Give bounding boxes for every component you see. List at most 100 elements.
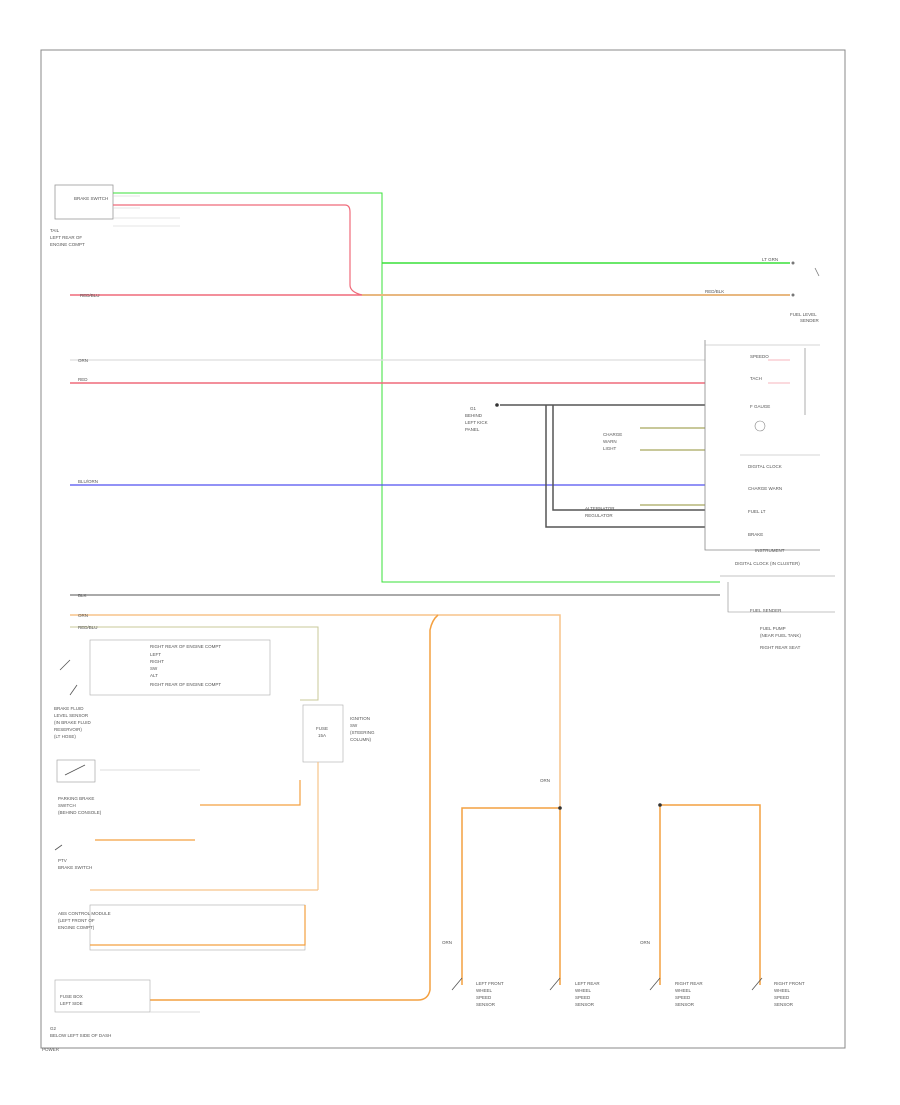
diagram-label: BELOW LEFT SIDE OF DASH [50,1033,111,1038]
diagram-label: G2 [50,1026,57,1031]
wheel-speed-sensor-lr: LEFT REAR WHEEL SPEED SENSOR [549,977,600,1007]
diagram-label: LEFT KICK [465,420,488,425]
diagram-label: DIGITAL CLOCK (IN CLUSTER) [735,561,800,566]
wire-label-blk: BLK [78,593,87,598]
wire-label-redblk: RED/BLK [705,289,724,294]
diagram-label: (LT HOSE) [54,734,76,739]
diagram-label: SPEED [675,995,691,1000]
diagram-label: PTV [58,858,67,863]
diagram-label: FUEL LEVEL [790,312,817,317]
diagram-label: (BEHIND CONSOLE) [58,810,102,815]
wire-label-blu: BLU/ORN [78,479,98,484]
diagram-label: DIGITAL CLOCK [748,464,782,469]
wire-green-top [113,192,720,583]
diagram-label: ENGINE COMPT [50,242,85,247]
diagram-label: LEFT [150,652,161,657]
wheel-speed-sensor-lf: LEFT FRONT WHEEL SPEED SENSOR [451,977,504,1007]
diagram-label: COLUMN) [350,737,372,742]
diagram-label: FUSE BOX [60,994,83,999]
diagram-label: SENSOR [675,1002,695,1007]
diagram-label: (STEERING [350,730,375,735]
diagram-label: FUSE [316,726,328,731]
wire-ws-right [659,804,761,985]
diagram-label: CHARGE [603,432,622,437]
diagram-label: INSTRUMENT [755,548,785,553]
diagram-label: LEFT SIDE [60,1001,83,1006]
diagram-label: (IN BRAKE FLUID [54,720,92,725]
diagram-label: 15A [318,733,326,738]
diagram-label: PANEL [465,427,480,432]
ptv-switch: PTV BRAKE SWITCH [54,844,92,870]
diagram-label: RIGHT REAR [675,981,703,986]
diagram-label: CHARGE WARN [748,486,782,491]
diagram-label: F GAUGE [750,404,770,409]
diagram-label: LEFT REAR [575,981,600,986]
wire-orange-down [150,614,439,1001]
diagram-label: SW [150,666,158,671]
diagram-label: WARN [603,439,617,444]
diagram-label: SENSOR [476,1002,496,1007]
diagram-label: ORN [442,940,452,945]
wire-label-orn: ORN [78,613,88,618]
diagram-label: RIGHT FRONT [774,981,805,986]
diagram-label: RIGHT REAR SEAT [760,645,801,650]
diagram-label: WHEEL [476,988,493,993]
diagram-label: G1 [470,406,477,411]
diagram-label: SPEED [774,995,790,1000]
diagram-label: RIGHT REAR OF ENGINE COMPT [150,682,221,687]
wire-orange-main [70,614,561,808]
diagram-label: SENSOR [774,1002,794,1007]
charge-warn-light: CHARGE WARN LIGHT [603,432,622,451]
wire-gray-ground [500,404,705,528]
diagram-label: LEVEL SENSOR [54,713,89,718]
diagram-label: FUEL LT [748,509,766,514]
diagram-label: ABS CONTROL MODULE [58,911,111,916]
wire-olive-left [70,626,319,701]
diagram-label: ALT [150,673,158,678]
instrument-cluster: SPEEDO TACH F GAUGE DIGITAL CLOCK CHARGE… [704,340,820,566]
diagram-label: (NEAR FUEL TANK) [760,633,801,638]
wire-label-ltgrn: LT GRN [762,257,778,262]
fuse-block: FUSE 15A IGNITION SW (STEERING COLUMN) [302,704,375,763]
wire-label-red: RED [78,377,88,382]
brake-switch-label: BRAKE SWITCH [74,196,108,201]
diagram-label: BRAKE FLUID [54,706,84,711]
diagram-label: WHEEL [675,988,692,993]
wheel-speed-sensor-rr: RIGHT REAR WHEEL SPEED SENSOR [649,977,703,1007]
diagram-label: BRAKE [748,532,763,537]
parking-brake-switch: PARKING BRAKE SWITCH (BEHIND CONSOLE) [56,759,200,815]
fuel-level-sender: FUEL LEVEL SENDER [790,261,820,323]
diagram-label: SPEED [575,995,591,1000]
diagram-label: RIGHT REAR OF ENGINE COMPT [150,644,221,649]
diagram-label: SENDER [800,318,820,323]
abs-control-module: ABS CONTROL MODULE (LEFT FRONT OF ENGINE… [58,904,306,951]
diagram-border [40,49,846,1049]
power-block: FUSE BOX LEFT SIDE [54,979,200,1013]
diagram-label: BEHIND [465,413,483,418]
diagram-label: ORN [640,940,650,945]
fuel-pump-unit: FUEL SENDER FUEL PUMP (NEAR FUEL TANK) R… [720,575,835,650]
diagram-label: LEFT FRONT [476,981,504,986]
diagram-label: TACH [750,376,762,381]
diagram-label: FUEL SENDER [750,608,782,613]
diagram-label: LIGHT [603,446,617,451]
wire-label-gray: ORN [78,358,88,363]
diagram-label: LEFT REAR OF [50,235,82,240]
diagram-label: ALTERNATOR [585,506,615,511]
diagram-label: BRAKE SWITCH [58,865,92,870]
wire-label-red-left: RED/BLU [80,293,100,298]
diagram-label: RIGHT [150,659,164,664]
diagram-label: POWER [42,1047,60,1052]
diagram-label: SPEEDO [750,354,769,359]
wire-olive-1 [640,427,705,506]
diagram-label: WHEEL [774,988,791,993]
diagram-label: RESERVOIR) [54,727,82,732]
diagram-label: WHEEL [575,988,592,993]
diagram-label: FUEL PUMP [760,626,786,631]
diagram-label: SW [350,723,358,728]
diagram-label: PARKING BRAKE [58,796,94,801]
brake-light-switch: RIGHT REAR OF ENGINE COMPT LEFT RIGHT SW… [54,639,271,739]
diagram-label: ORN [540,778,550,783]
diagram-label: SWITCH [58,803,76,808]
